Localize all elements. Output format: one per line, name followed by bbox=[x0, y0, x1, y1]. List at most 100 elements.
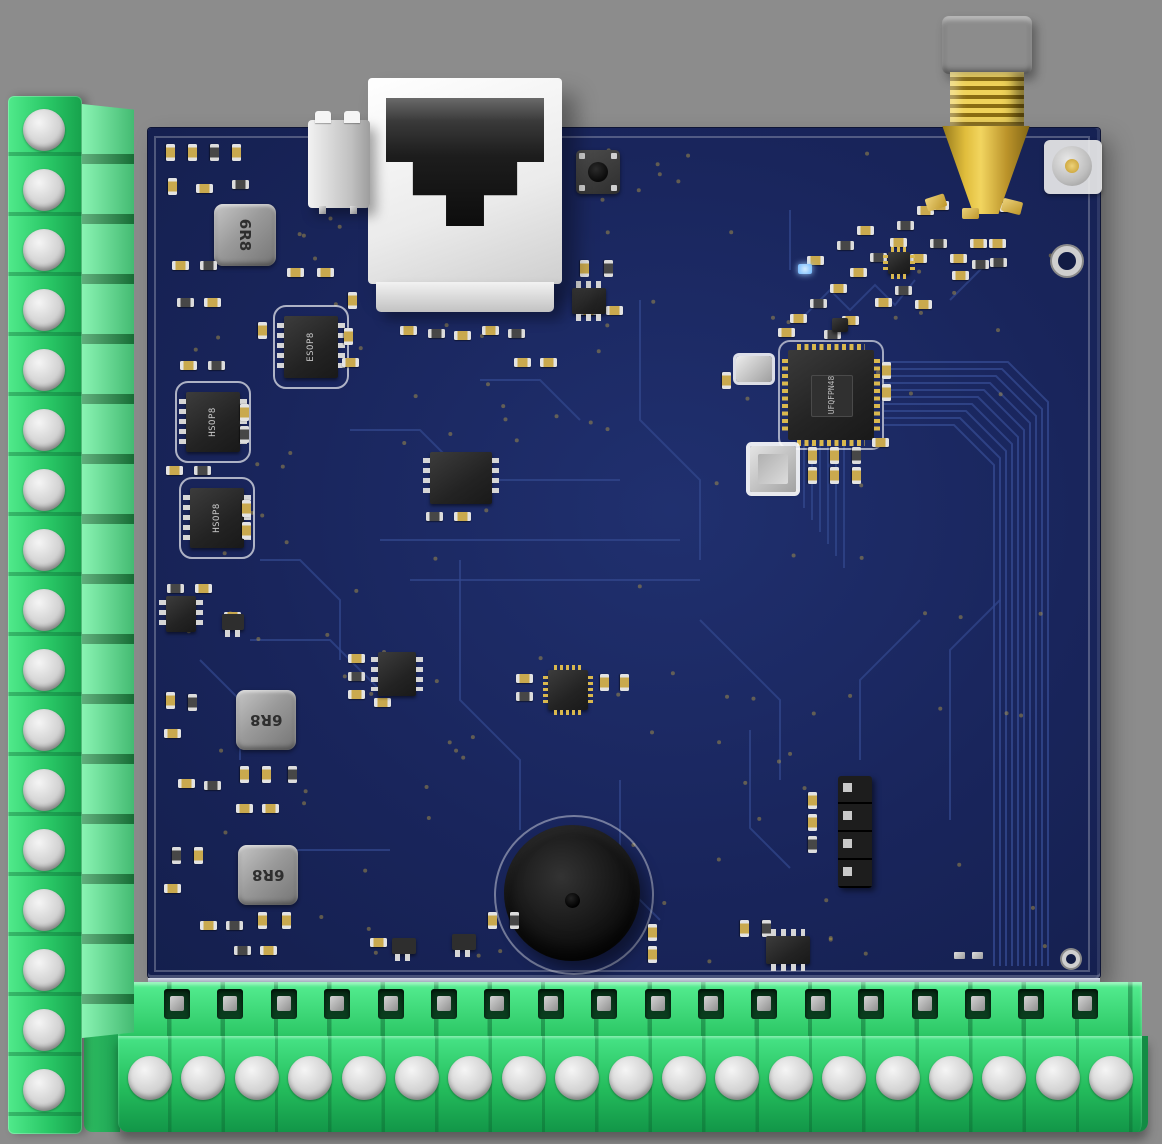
small-ic bbox=[423, 452, 499, 504]
passive-component bbox=[894, 285, 912, 295]
via bbox=[223, 830, 228, 835]
chip-label: UFQFPN48 bbox=[826, 375, 836, 415]
passive-component bbox=[914, 299, 932, 309]
passive-component bbox=[453, 511, 471, 521]
via bbox=[998, 392, 1003, 397]
passive-component bbox=[988, 238, 1006, 248]
sma-connector-threads bbox=[950, 72, 1024, 128]
passive-component bbox=[176, 297, 194, 307]
via bbox=[301, 233, 306, 238]
clamp-screw bbox=[437, 996, 451, 1011]
terminal-screw-left bbox=[23, 229, 65, 271]
trace bbox=[859, 619, 921, 760]
passive-component bbox=[341, 357, 359, 367]
via bbox=[486, 382, 491, 387]
terminal-screw-left bbox=[23, 289, 65, 331]
chip-hsop8-upper: HSOP8 bbox=[175, 381, 251, 463]
trace bbox=[199, 659, 241, 760]
via bbox=[918, 310, 923, 315]
passive-component bbox=[881, 383, 891, 401]
clamp-screw bbox=[650, 996, 665, 1011]
passive-component bbox=[869, 252, 887, 262]
via bbox=[434, 679, 439, 684]
via bbox=[863, 951, 868, 956]
terminal-screw-left bbox=[23, 469, 65, 511]
clamp-screw bbox=[170, 996, 184, 1011]
via bbox=[958, 615, 963, 620]
terminal-screw-bottom bbox=[448, 1056, 493, 1100]
terminal-screw-bottom bbox=[715, 1056, 760, 1100]
chip-pins bbox=[240, 399, 247, 445]
chip-pins bbox=[771, 929, 805, 936]
passive-component bbox=[171, 846, 181, 864]
via bbox=[448, 432, 453, 437]
via bbox=[260, 513, 265, 518]
passive-component bbox=[199, 920, 217, 930]
passive-component bbox=[823, 329, 841, 339]
via bbox=[337, 224, 342, 229]
via bbox=[288, 450, 293, 455]
via bbox=[917, 269, 922, 274]
chip-label: HSOP8 bbox=[208, 407, 218, 437]
chip-label: HSOP8 bbox=[212, 503, 222, 533]
via bbox=[717, 740, 722, 745]
passive-component bbox=[836, 240, 854, 250]
passive-component bbox=[889, 237, 907, 247]
terminal-screw-bottom bbox=[234, 1056, 279, 1100]
terminal-screw-left bbox=[23, 1069, 65, 1111]
clamp-screw bbox=[223, 996, 238, 1011]
passive-component bbox=[507, 328, 525, 338]
via bbox=[776, 759, 781, 764]
terminal-screw-left bbox=[23, 349, 65, 391]
passive-component bbox=[257, 911, 267, 929]
via bbox=[1019, 713, 1024, 718]
via bbox=[538, 656, 543, 661]
clamp-screw bbox=[971, 996, 985, 1011]
trace bbox=[884, 424, 995, 966]
passive-component bbox=[239, 425, 249, 443]
clamp-screw bbox=[810, 996, 825, 1011]
passive-component bbox=[789, 313, 807, 323]
via bbox=[369, 691, 374, 696]
passive-component bbox=[971, 259, 989, 269]
chip-pins bbox=[891, 274, 907, 279]
solder-pad bbox=[972, 952, 983, 959]
via bbox=[828, 936, 833, 941]
passive-component bbox=[647, 923, 657, 941]
small-ic bbox=[452, 934, 476, 957]
via bbox=[373, 950, 378, 955]
clamp-screw bbox=[383, 996, 398, 1011]
connector-tab bbox=[315, 111, 331, 123]
passive-component bbox=[286, 267, 304, 277]
via bbox=[342, 674, 347, 679]
passive-component bbox=[739, 919, 749, 937]
wire-entry-slot bbox=[591, 989, 618, 1019]
via bbox=[725, 694, 730, 699]
via bbox=[366, 926, 371, 931]
passive-component bbox=[916, 205, 934, 215]
passive-component bbox=[851, 446, 861, 464]
clamp-screw bbox=[490, 996, 505, 1011]
passive-component bbox=[603, 259, 613, 277]
small-ic bbox=[222, 614, 244, 637]
terminal-screw-bottom bbox=[768, 1056, 813, 1100]
passive-component bbox=[171, 260, 189, 270]
passive-component bbox=[179, 360, 197, 370]
wire-entry-slot bbox=[858, 989, 885, 1019]
wire-entry-slot bbox=[270, 989, 297, 1019]
passive-component bbox=[316, 267, 334, 277]
buzzer-hole bbox=[565, 893, 580, 908]
tactile-switch bbox=[576, 150, 620, 194]
wire-entry-slot bbox=[911, 989, 938, 1019]
mounting-hole bbox=[1062, 950, 1080, 968]
wire-entry-slot bbox=[804, 989, 831, 1019]
passive-component bbox=[195, 183, 213, 193]
chip-pins bbox=[891, 247, 907, 252]
via bbox=[788, 751, 793, 756]
via bbox=[426, 815, 431, 820]
via bbox=[957, 862, 962, 867]
passive-component bbox=[619, 673, 629, 691]
passive-component bbox=[487, 911, 497, 929]
via bbox=[745, 396, 750, 401]
